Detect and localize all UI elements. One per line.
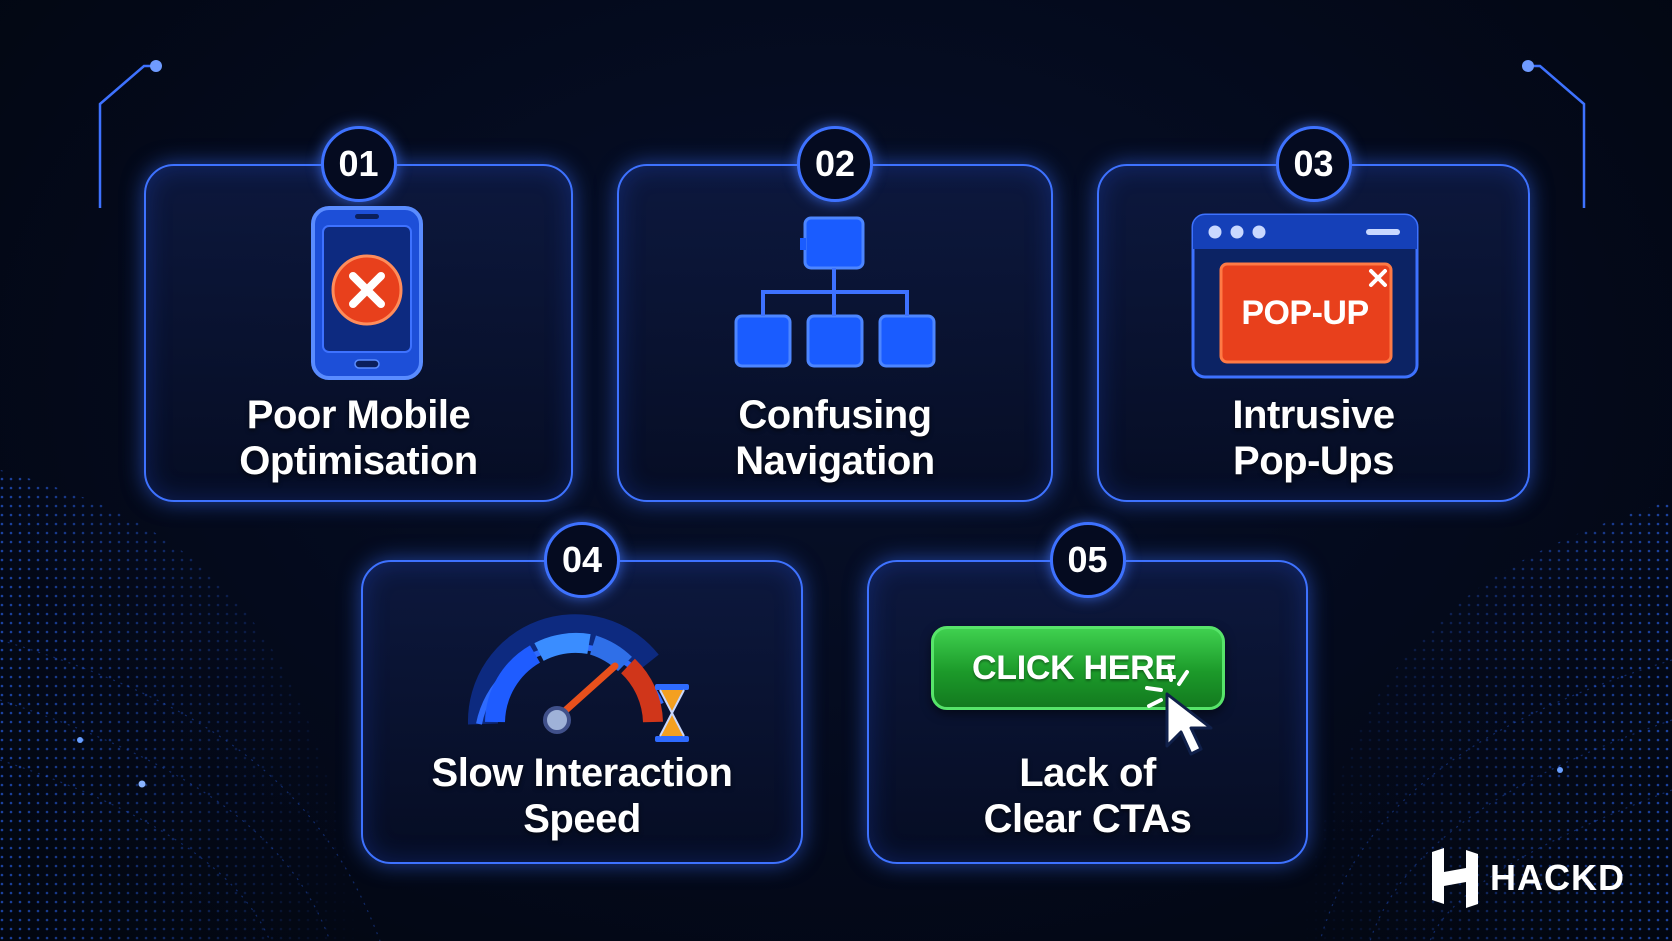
card-number-badge: 01 <box>320 126 397 202</box>
hackd-logo-icon <box>1432 848 1478 908</box>
card-number-badge: 03 <box>1275 126 1352 202</box>
card-lack-of-clear-ctas: 05 CLICK HERE Lack of Clear CTAs <box>867 522 1308 864</box>
phone-error-icon <box>311 206 423 380</box>
card-title: Lack of Clear CTAs <box>983 751 1192 841</box>
card-confusing-navigation: 02 Confusing Navigation <box>617 126 1053 502</box>
card-title: Poor Mobile Optimisation <box>239 393 478 483</box>
card-intrusive-popups: 03 POP-UP Intrusive Pop-Ups <box>1097 126 1530 502</box>
sitemap-icon <box>734 216 936 368</box>
speedometer-icon <box>467 614 689 742</box>
brand-name: HACKD <box>1490 857 1625 898</box>
card-title: Confusing Navigation <box>735 393 935 483</box>
card-title: Slow Interaction Speed <box>431 751 733 841</box>
popup-window-icon: POP-UP <box>1190 212 1420 380</box>
card-number-badge: 05 <box>1049 522 1126 598</box>
card-number-badge: 02 <box>797 126 873 202</box>
card-title: Intrusive Pop-Ups <box>1232 393 1395 483</box>
card-number-badge: 04 <box>544 522 620 598</box>
cursor-icon <box>1145 664 1213 756</box>
brand-logo: HACKD <box>1430 848 1625 908</box>
popup-label: POP-UP <box>1241 294 1369 332</box>
card-poor-mobile-optimisation: 01 Poor Mobile Optimisation <box>144 126 573 502</box>
cta-button-icon: CLICK HERE <box>931 626 1225 710</box>
card-slow-interaction-speed: 04 Slow Interaction Speed <box>361 522 803 864</box>
